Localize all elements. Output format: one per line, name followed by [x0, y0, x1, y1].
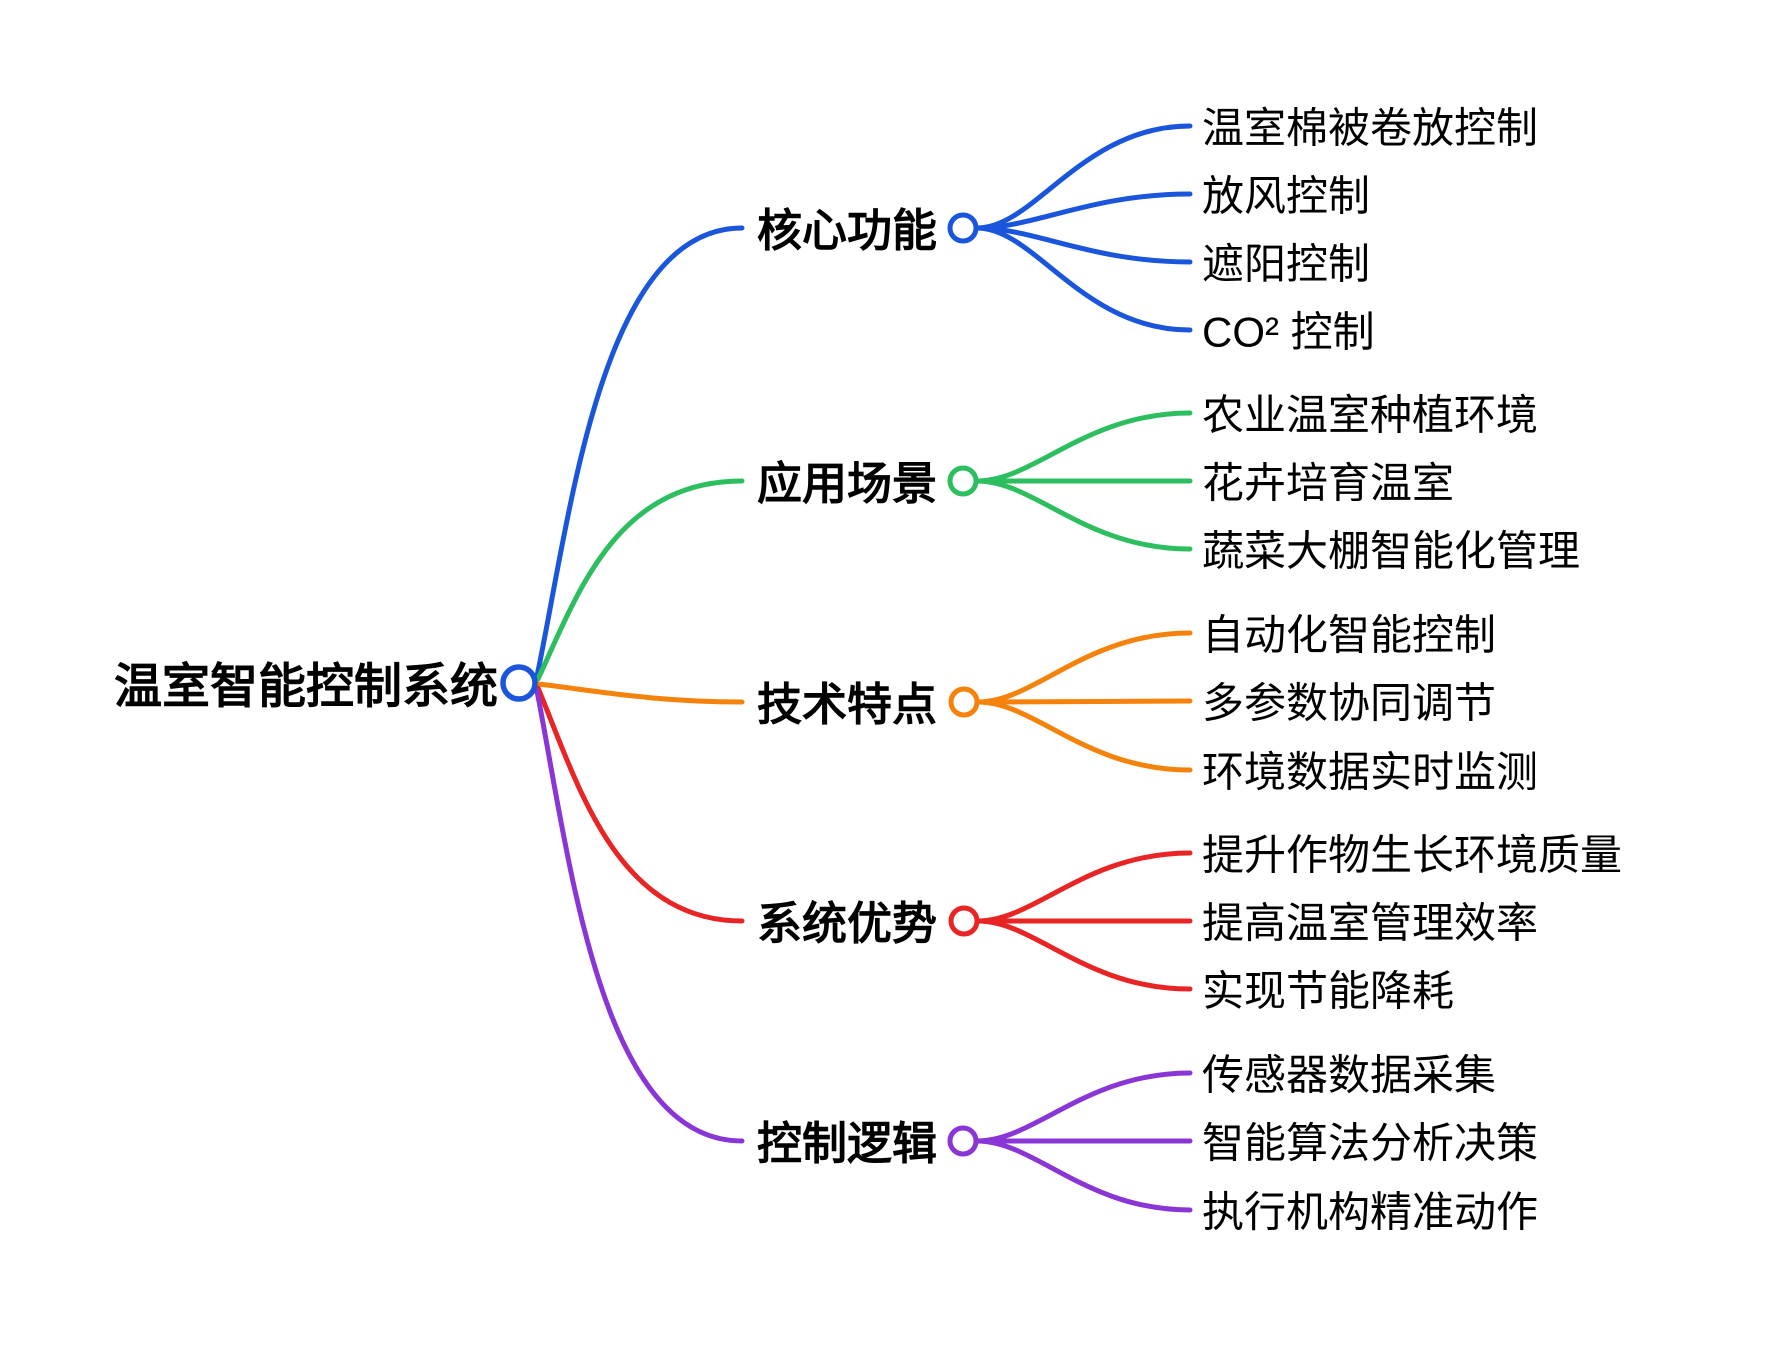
- edge-system-advantages-child-2: [975, 918, 1193, 992]
- edge-core-functions-child-0: [974, 123, 1193, 231]
- system-advantages-node-circle[interactable]: [948, 905, 980, 937]
- edge-root-to-application-scenarios: [535, 478, 745, 682]
- edge-technical-features-child-0: [975, 630, 1193, 705]
- edge-application-scenarios-child-2: [974, 478, 1193, 552]
- child-label-system-advantages-1[interactable]: 提高温室管理效率: [1202, 899, 1539, 947]
- edge-root-to-core-functions: [534, 225, 745, 679]
- edge-core-functions-child-3: [974, 225, 1193, 333]
- branch-label-control-logic[interactable]: 控制逻辑: [757, 1118, 938, 1170]
- edge-root-to-control-logic: [534, 688, 745, 1144]
- child-label-core-functions-0[interactable]: 温室棉被卷放控制: [1202, 104, 1539, 152]
- child-label-application-scenarios-1[interactable]: 花卉培育温室: [1202, 459, 1455, 507]
- branch-label-technical-features[interactable]: 技术特点: [757, 679, 938, 731]
- edge-control-logic-child-0: [974, 1070, 1193, 1144]
- edge-core-functions-child-2: [974, 225, 1193, 265]
- child-label-application-scenarios-0[interactable]: 农业温室种植环境: [1202, 391, 1539, 439]
- edge-technical-features-child-1: [975, 698, 1193, 705]
- edge-technical-features-child-2: [975, 699, 1193, 773]
- root-node-circle[interactable]: [500, 664, 538, 702]
- child-label-technical-features-0[interactable]: 自动化智能控制: [1202, 611, 1497, 659]
- edge-root-to-system-advantages: [535, 685, 745, 924]
- child-label-application-scenarios-2[interactable]: 蔬菜大棚智能化管理: [1202, 527, 1581, 575]
- core-functions-node-circle[interactable]: [947, 212, 979, 244]
- branch-label-application-scenarios[interactable]: 应用场景: [757, 458, 938, 510]
- edge-application-scenarios-child-0: [974, 410, 1193, 484]
- edge-system-advantages-child-0: [975, 850, 1193, 924]
- technical-features-node-circle[interactable]: [948, 686, 980, 718]
- branch-label-core-functions[interactable]: 核心功能: [757, 205, 938, 257]
- child-label-system-advantages-0[interactable]: 提升作物生长环境质量: [1202, 831, 1623, 879]
- child-label-core-functions-3[interactable]: CO² 控制: [1202, 308, 1375, 356]
- child-label-control-logic-0[interactable]: 传感器数据采集: [1202, 1051, 1497, 1099]
- edge-control-logic-child-2: [974, 1138, 1193, 1213]
- child-label-technical-features-1[interactable]: 多参数协同调节: [1202, 679, 1497, 727]
- child-label-technical-features-2[interactable]: 环境数据实时监测: [1202, 748, 1539, 796]
- child-label-system-advantages-2[interactable]: 实现节能降耗: [1202, 967, 1455, 1015]
- child-label-control-logic-1[interactable]: 智能算法分析决策: [1202, 1119, 1539, 1167]
- edge-core-functions-child-1: [974, 191, 1193, 231]
- branch-label-system-advantages[interactable]: 系统优势: [757, 898, 938, 950]
- child-label-core-functions-1[interactable]: 放风控制: [1202, 172, 1371, 220]
- root-label[interactable]: 温室智能控制系统: [113, 660, 498, 714]
- application-scenarios-node-circle[interactable]: [947, 465, 979, 497]
- control-logic-node-circle[interactable]: [947, 1125, 979, 1157]
- edge-root-to-technical-features: [535, 681, 745, 705]
- child-label-core-functions-2[interactable]: 遮阳控制: [1202, 240, 1371, 288]
- child-label-control-logic-2[interactable]: 执行机构精准动作: [1202, 1188, 1539, 1236]
